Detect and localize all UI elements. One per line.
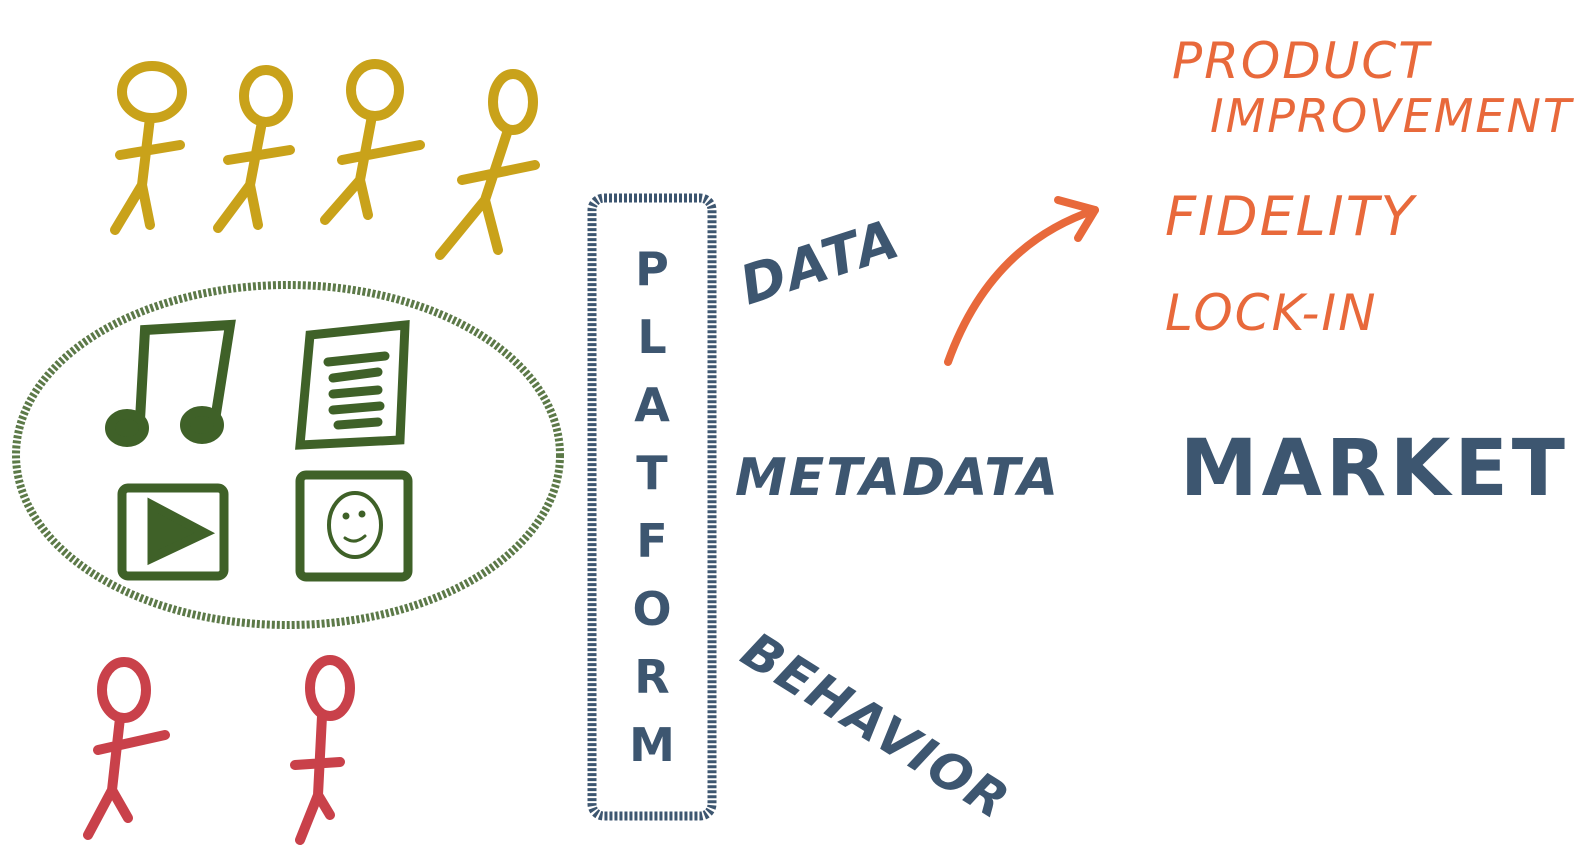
lockin-label: LOCK-IN (1165, 284, 1378, 342)
music-note-icon (105, 319, 236, 447)
stick-figure-icon (290, 655, 355, 845)
content-cluster (12, 281, 564, 629)
play-icon (117, 483, 229, 581)
improvement-label: IMPROVEMENT (1210, 89, 1575, 143)
product-label: PRODUCT (1172, 32, 1432, 90)
platform-letter: T (636, 446, 668, 500)
content-boundary (12, 281, 564, 629)
platform-letter: F (636, 514, 667, 568)
market-label: MARKET (1180, 424, 1569, 514)
platform-letter: M (629, 718, 675, 772)
stick-figure-icon (110, 61, 187, 235)
stick-figure-icon (213, 65, 295, 233)
top-users-group (110, 59, 540, 260)
stick-figure-icon (320, 59, 425, 225)
stick-figure-icon (83, 657, 170, 840)
arrow-icon (944, 196, 1099, 366)
document-icon (295, 319, 410, 450)
platform-letter: L (637, 310, 666, 364)
fidelity-label: FIDELITY (1165, 185, 1418, 248)
portrait-icon (295, 470, 413, 582)
platform-letter: R (634, 650, 669, 704)
platform-letter: A (634, 378, 670, 432)
bottom-users-group (83, 655, 355, 845)
stick-figure-icon (435, 69, 540, 260)
platform-letter: O (632, 582, 671, 636)
platform-letter: P (635, 242, 669, 296)
data-label: DATA (733, 207, 908, 318)
behavior-label: BEHAVIOR (732, 621, 1020, 831)
metadata-label: METADATA (735, 448, 1060, 508)
